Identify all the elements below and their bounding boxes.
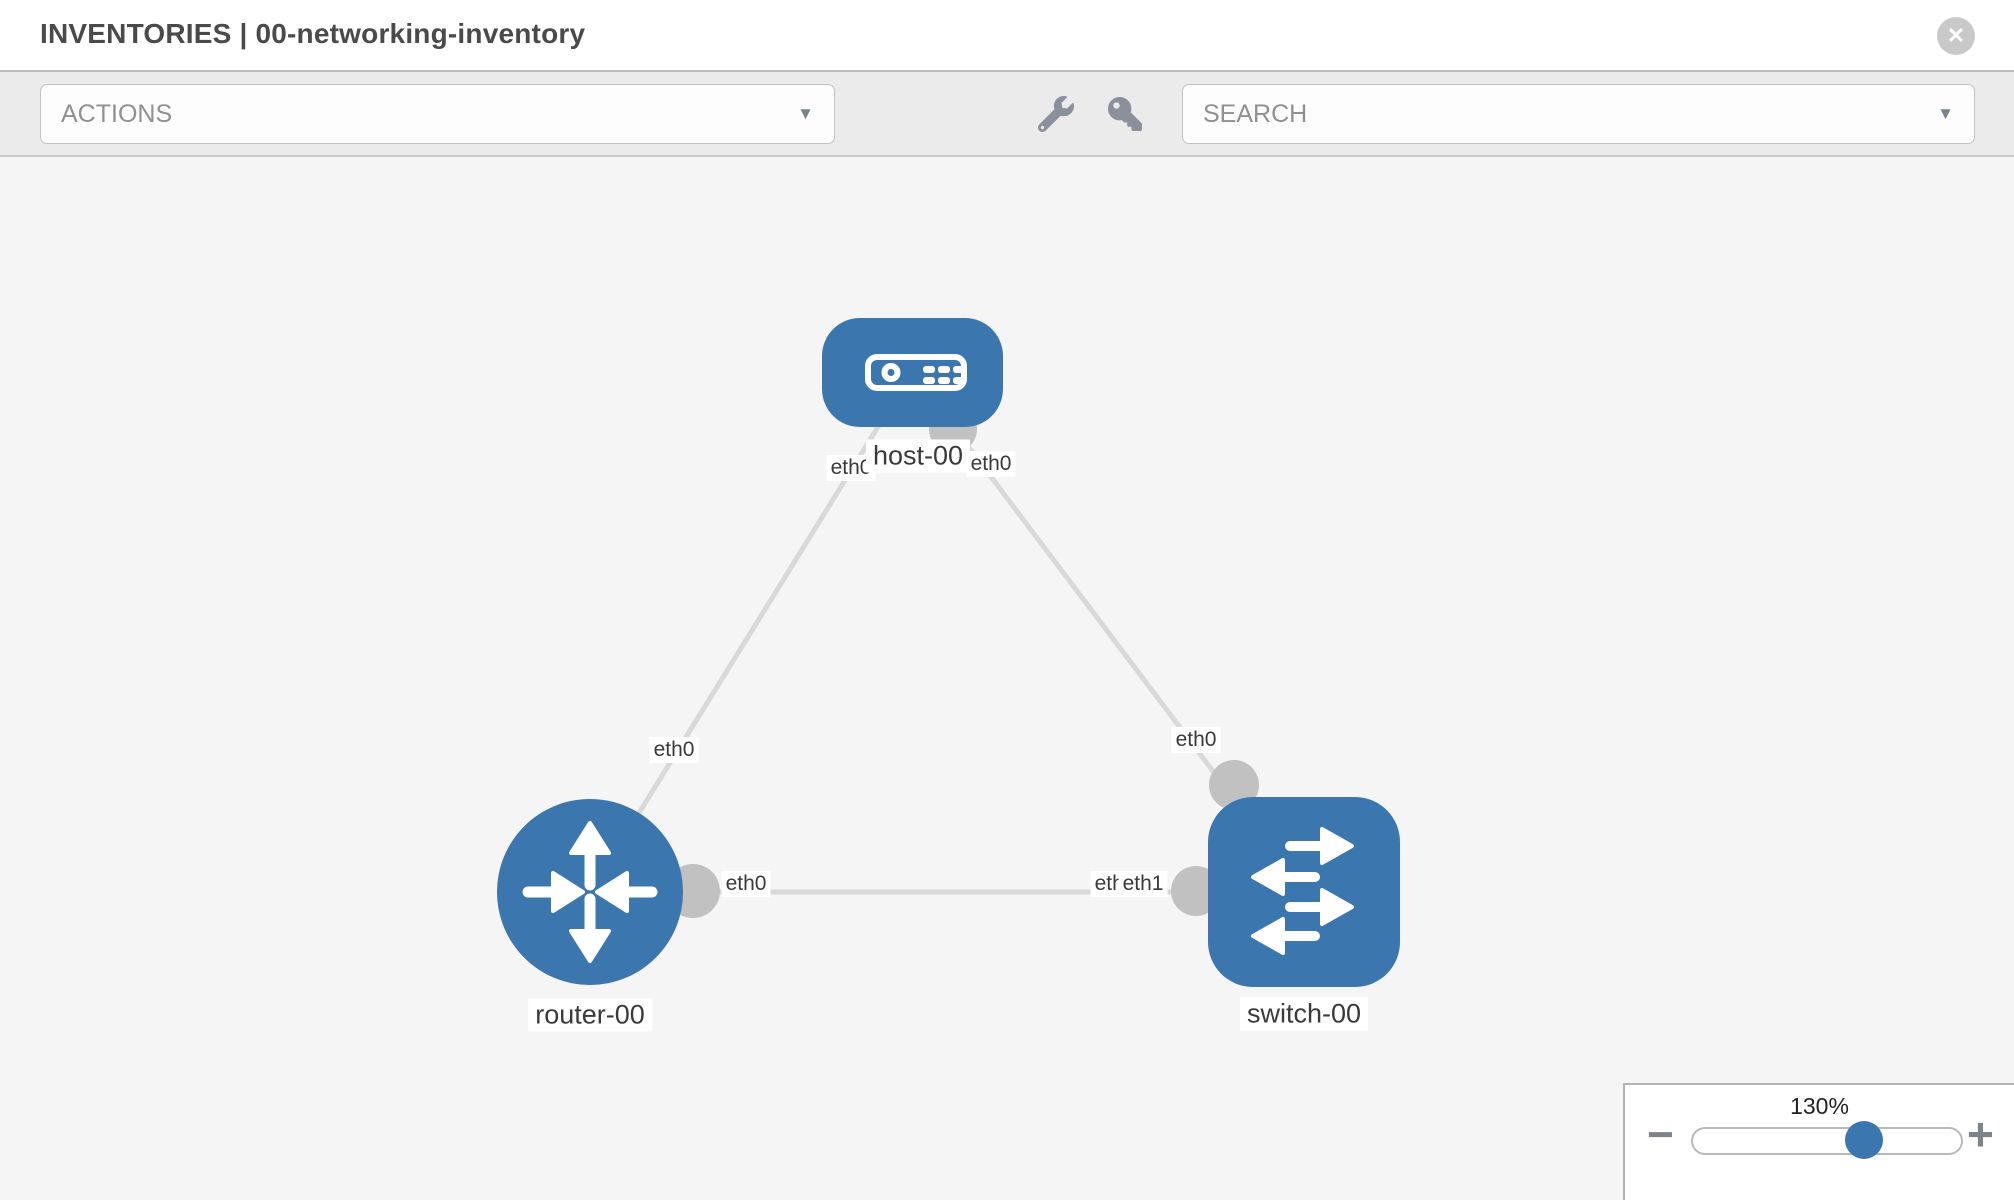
router-icon	[522, 821, 658, 963]
actions-dropdown[interactable]: ACTIONS ▼	[40, 84, 835, 144]
zoom-panel: 130% − +	[1623, 1083, 2014, 1200]
actions-dropdown-label: ACTIONS	[61, 99, 173, 128]
topology-graph	[497, 318, 1400, 987]
toolbar: ACTIONS ▼ SEARCH ▼	[0, 72, 2014, 157]
node-host-00[interactable]	[822, 318, 1003, 427]
wrench-icon	[1038, 96, 1074, 132]
node-label-router: router-00	[528, 998, 652, 1032]
search-dropdown[interactable]: SEARCH ▼	[1182, 84, 1975, 144]
zoom-in-button[interactable]: +	[1967, 1108, 1994, 1160]
zoom-level-label: 130%	[1790, 1093, 1849, 1119]
interface-label: eth1	[1118, 871, 1168, 897]
node-label-switch: switch-00	[1239, 997, 1369, 1031]
search-dropdown-label: SEARCH	[1203, 99, 1308, 128]
page-title: INVENTORIES | 00-networking-inventory	[40, 18, 586, 49]
zoom-slider[interactable]	[1691, 1121, 1963, 1159]
header: INVENTORIES | 00-networking-inventory ✕	[0, 0, 2014, 72]
host-icon	[865, 354, 967, 391]
zoom-out-button[interactable]: −	[1647, 1108, 1674, 1160]
zoom-slider-thumb[interactable]	[1845, 1121, 1883, 1159]
key-button[interactable]	[1108, 97, 1142, 131]
node-switch-00[interactable]	[1208, 797, 1400, 987]
node-router-00[interactable]	[497, 799, 683, 985]
switch-icon	[1251, 827, 1354, 955]
toolbar-icon-group	[1038, 84, 1142, 144]
interface-label: eth0	[721, 871, 771, 897]
chevron-down-icon: ▼	[1937, 104, 1954, 123]
key-icon	[1108, 97, 1142, 131]
node-label-host: host-00	[865, 439, 971, 473]
interface-label: eth0	[966, 451, 1016, 477]
chevron-down-icon: ▼	[797, 104, 814, 123]
interface-label: eth0	[1171, 727, 1221, 753]
close-button[interactable]: ✕	[1937, 17, 1975, 55]
close-icon: ✕	[1946, 23, 1966, 48]
interface-label: eth0	[649, 737, 699, 763]
interface-port-group	[666, 405, 1259, 918]
topology-canvas: eth0 eth0 eth0 eth0 eth0 eth0 eth1 host-…	[0, 157, 2014, 1200]
wrench-button[interactable]	[1038, 96, 1074, 132]
